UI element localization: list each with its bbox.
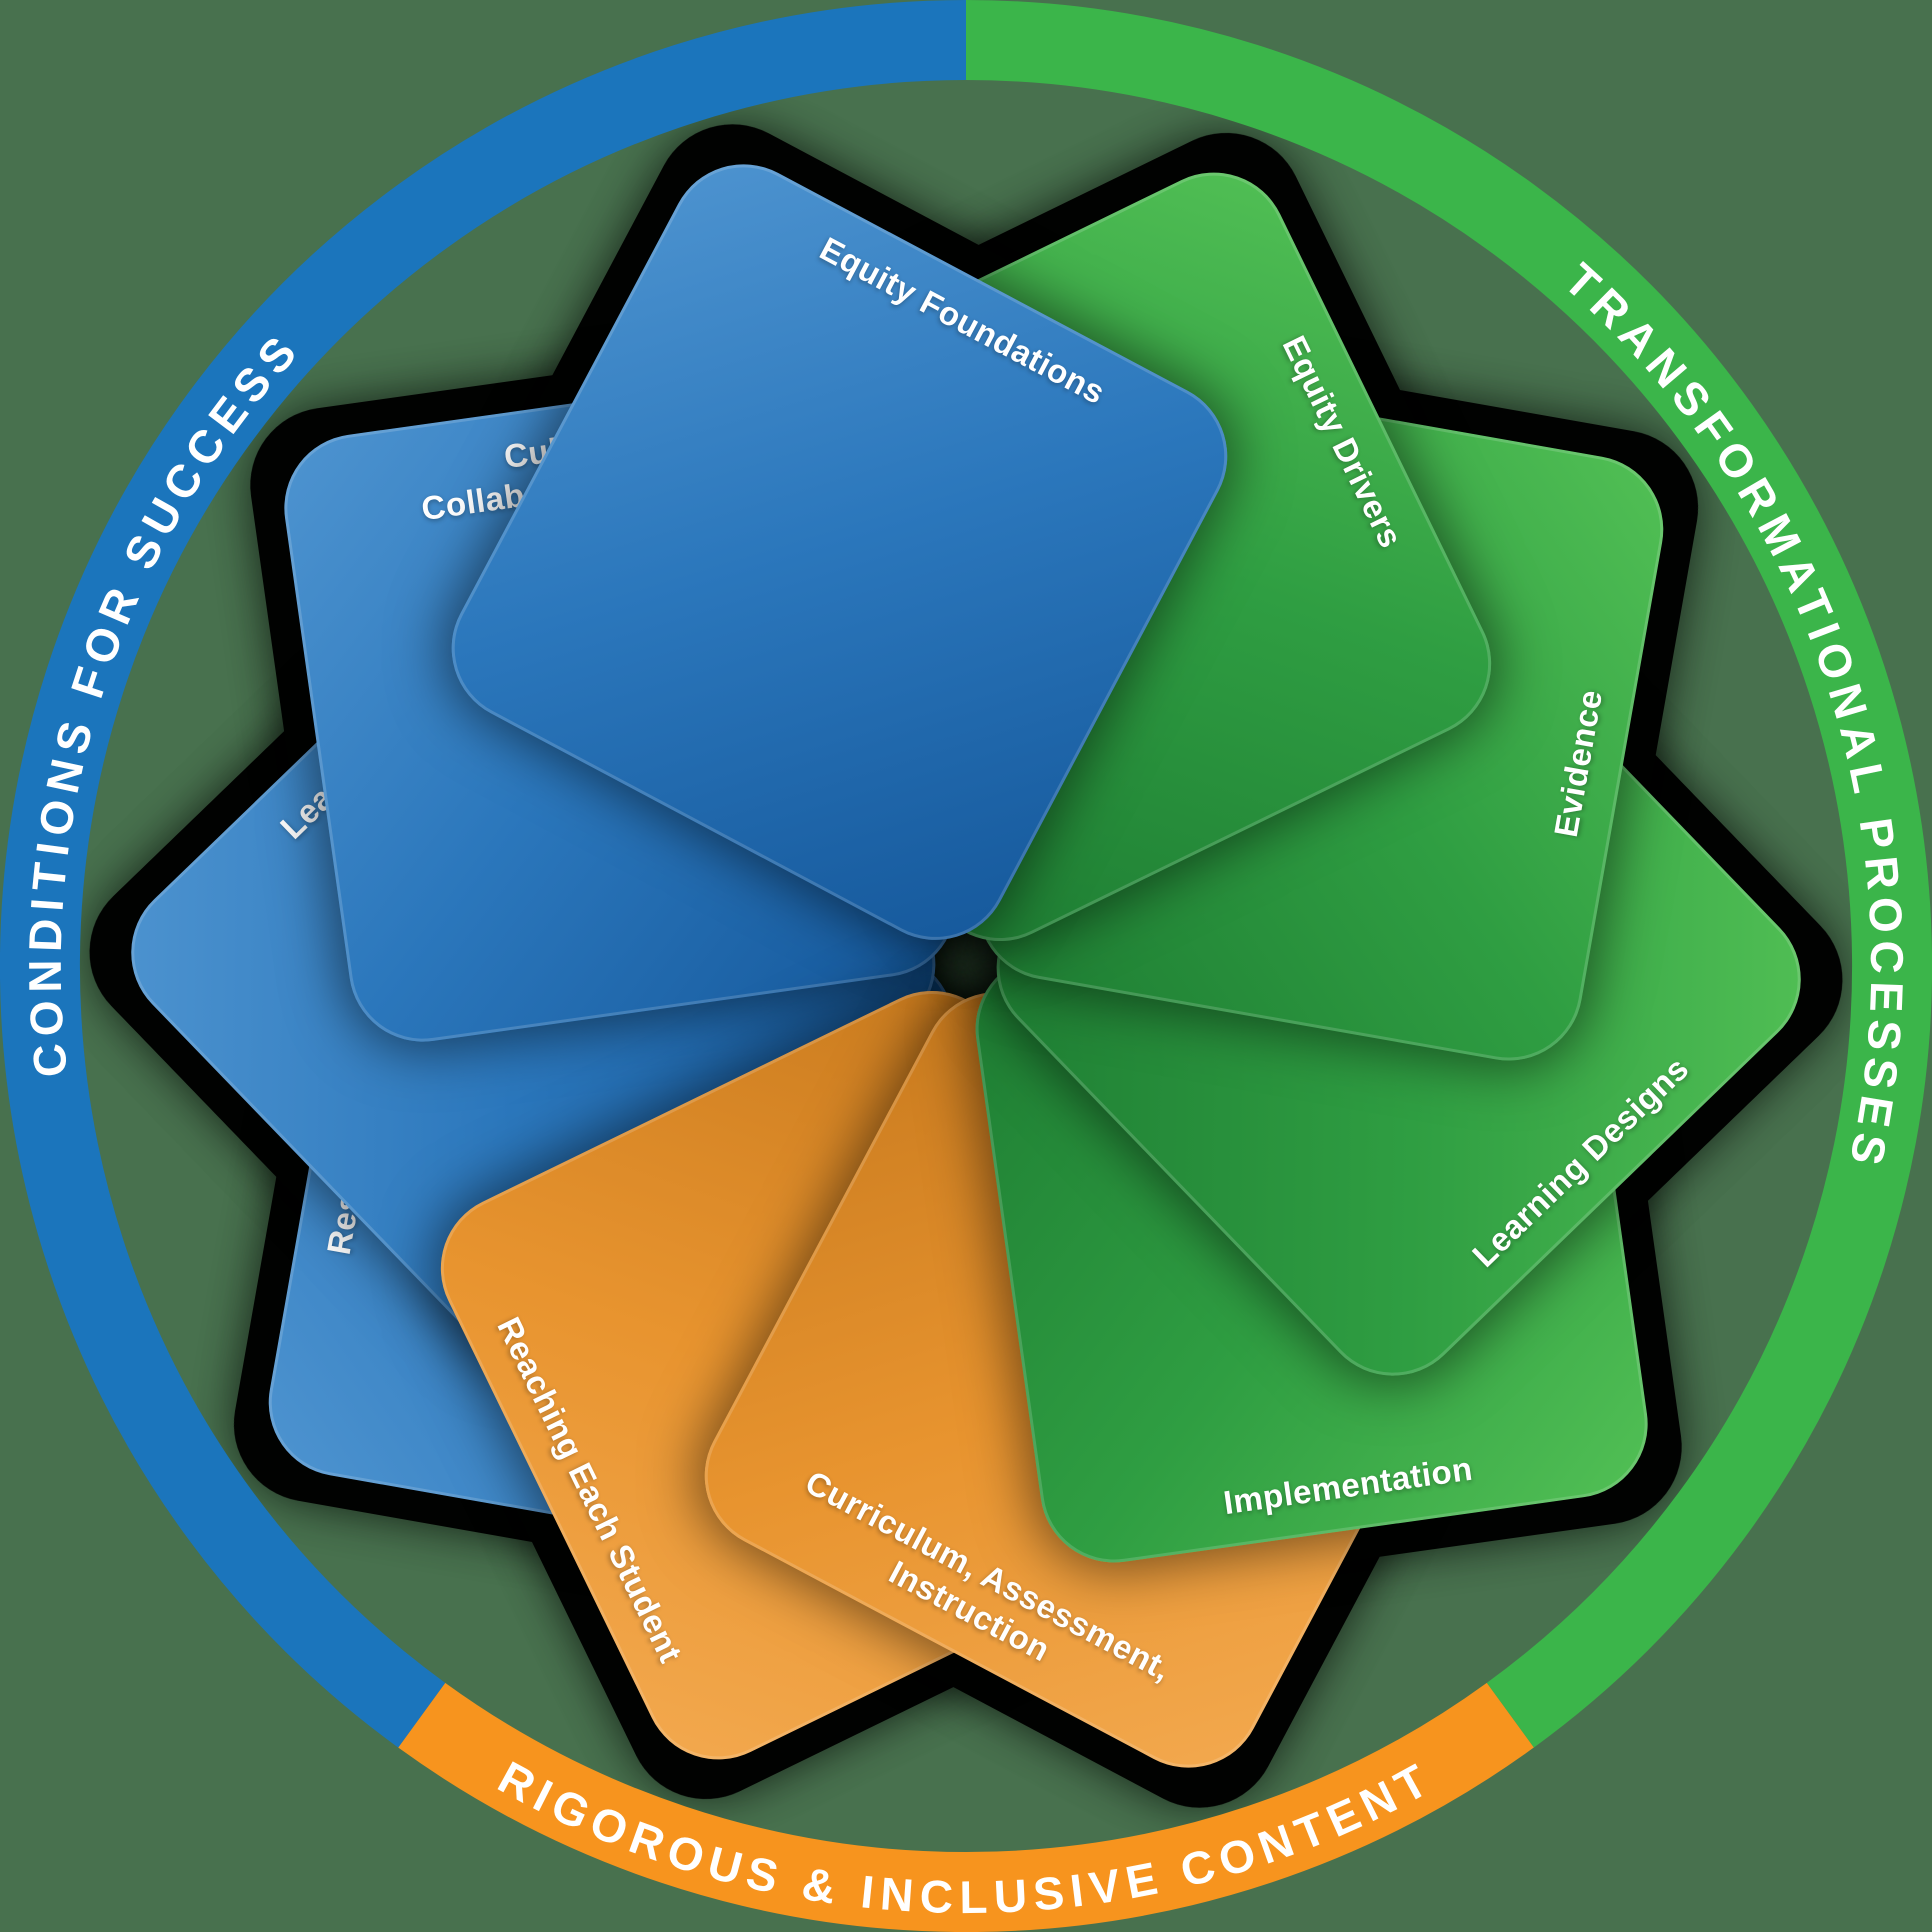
ring-arc-transformational-processes[interactable] [965,0,1932,1748]
ring-arc-rigorous-inclusive-content[interactable] [398,1682,1534,1932]
ring-label-rigorous-inclusive-content: RIGOROUS & INCLUSIVE CONTENT [490,1751,1442,1923]
ring-arc-conditions-for-success[interactable] [0,0,967,1748]
